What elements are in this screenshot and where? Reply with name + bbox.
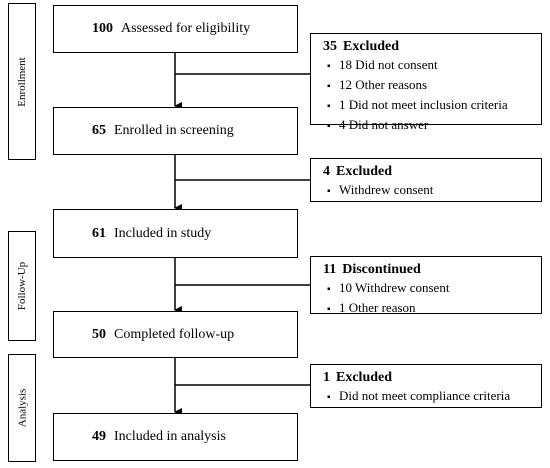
list-item: ▪18 Did not consent: [323, 56, 533, 76]
bullet-icon: ▪: [327, 186, 331, 197]
bullet-icon: ▪: [327, 121, 331, 132]
side-box-title: Excluded: [336, 164, 393, 179]
side-box-list: ▪10 Withdrew consent ▪1 Other reason: [323, 279, 533, 319]
side-box-header: 35 Excluded: [323, 38, 533, 56]
side-box-count: 1: [323, 370, 330, 385]
side-box-count: 11: [323, 262, 337, 277]
side-box-count: 4: [323, 164, 330, 179]
side-box-header: 1 Excluded: [323, 369, 533, 387]
stage-enrollment: Enrollment: [8, 3, 36, 160]
stage-follow-up: Follow-Up: [8, 231, 36, 341]
main-box-enrolled: 65 Enrolled in screening: [53, 107, 298, 155]
main-box-count: 50: [92, 326, 106, 342]
bullet-icon: ▪: [327, 304, 331, 315]
list-item: ▪Did not meet compliance criteria: [323, 387, 533, 407]
list-item: ▪4 Did not answer: [323, 116, 533, 136]
side-box-title: Excluded: [343, 39, 400, 54]
side-box-header: 11 Discontinued: [323, 261, 533, 279]
side-box-header: 4 Excluded: [323, 163, 533, 181]
main-box-included-analysis: 49 Included in analysis: [53, 413, 298, 461]
side-box-title: Excluded: [336, 370, 393, 385]
side-box-list: ▪Did not meet compliance criteria: [323, 387, 533, 407]
side-box-excluded-analysis: 1 Excluded ▪Did not meet compliance crite…: [310, 364, 542, 408]
main-box-assessed: 100 Assessed for eligibility: [53, 5, 298, 53]
side-box-excluded-screening: 4 Excluded ▪Withdrew consent: [310, 158, 542, 202]
stage-analysis: Analysis: [8, 354, 36, 462]
stage-follow-up-label: Follow-Up: [16, 261, 28, 311]
bullet-icon: ▪: [327, 101, 331, 112]
list-item: ▪10 Withdrew consent: [323, 279, 533, 299]
bullet-icon: ▪: [327, 284, 331, 295]
bullet-icon: ▪: [327, 81, 331, 92]
side-box-excluded-enrollment: 35 Excluded ▪18 Did not consent ▪12 Other…: [310, 33, 542, 132]
bullet-icon: ▪: [327, 61, 331, 72]
main-box-label: Included in study: [114, 225, 212, 241]
main-box-count: 61: [92, 225, 106, 241]
side-box-title: Discontinued: [342, 262, 421, 277]
bullet-icon: ▪: [327, 392, 331, 403]
main-box-count: 65: [92, 123, 106, 138]
main-box-count: 100: [92, 21, 113, 36]
main-box-completed: 50 Completed follow-up: [53, 311, 298, 358]
side-box-list: ▪Withdrew consent: [323, 181, 533, 201]
main-box-label: Completed follow-up: [114, 326, 235, 342]
stage-enrollment-label: Enrollment: [16, 56, 28, 107]
main-box-label: Included in analysis: [114, 429, 226, 444]
main-box-included-study: 61 Included in study: [53, 209, 298, 258]
side-box-count: 35: [323, 39, 337, 54]
list-item: ▪1 Did not meet inclusion criteria: [323, 96, 533, 116]
main-box-count: 49: [92, 429, 106, 444]
list-item: ▪Withdrew consent: [323, 181, 533, 201]
main-box-label: Assessed for eligibility: [121, 21, 251, 36]
main-box-label: Enrolled in screening: [114, 123, 234, 138]
side-box-list: ▪18 Did not consent ▪12 Other reasons ▪1…: [323, 56, 533, 136]
list-item: ▪12 Other reasons: [323, 76, 533, 96]
stage-analysis-label: Analysis: [16, 388, 28, 428]
list-item: ▪1 Other reason: [323, 299, 533, 319]
